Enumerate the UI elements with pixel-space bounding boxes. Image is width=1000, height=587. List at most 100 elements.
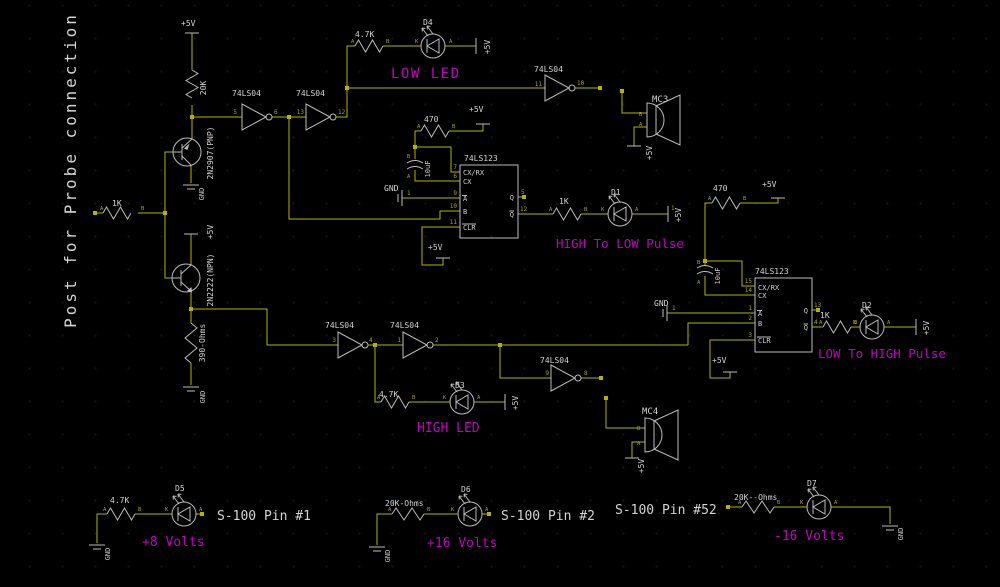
ground-s100-2[interactable]: [368, 546, 386, 552]
net-terminal[interactable]: [93, 211, 97, 215]
led-d2[interactable]: [859, 306, 885, 340]
net-wire[interactable]: [449, 124, 484, 132]
net-wire[interactable]: [421, 226, 460, 266]
transistor-q1-2n2907[interactable]: [172, 137, 202, 167]
net-wire[interactable]: [96, 513, 107, 543]
net-wire[interactable]: [705, 260, 755, 287]
pin-letter: A: [351, 39, 355, 45]
resistor-4.7k-d4[interactable]: [354, 39, 384, 53]
ground-s100-1[interactable]: [88, 544, 106, 550]
gnd-label: GND: [897, 528, 905, 541]
net-terminal[interactable]: [816, 308, 820, 312]
ic1-label: 74LS123: [464, 154, 498, 163]
net-wire[interactable]: [346, 45, 355, 88]
net-terminal[interactable]: [604, 396, 608, 400]
net-wire[interactable]: [831, 506, 891, 524]
led-d5[interactable]: [171, 493, 197, 527]
inverter-gate-5[interactable]: [402, 331, 434, 359]
inverter-gate-6[interactable]: [550, 364, 582, 392]
inverter-gate-4[interactable]: [337, 331, 369, 359]
net-wire[interactable]: [687, 322, 755, 345]
net-wire[interactable]: [709, 339, 755, 379]
capacitor-10uf-ic2[interactable]: [696, 265, 714, 275]
resistor-20k-ohms52-label: 20K--Ohms: [734, 493, 778, 502]
net-wire[interactable]: [605, 400, 645, 429]
pin-number: 8: [584, 370, 588, 377]
led-d6[interactable]: [457, 493, 483, 527]
resistor-470-ic2[interactable]: [711, 196, 741, 210]
net-wire[interactable]: [414, 170, 460, 182]
ground-390[interactable]: [182, 386, 200, 392]
junction-dot: [345, 86, 349, 90]
net-terminal[interactable]: [726, 505, 730, 509]
pin-number: 9: [545, 370, 549, 377]
pin-number: 10: [577, 80, 585, 87]
pin-number: 9: [453, 190, 457, 197]
net-terminal[interactable]: [522, 195, 526, 199]
net-wire[interactable]: [288, 117, 460, 220]
net-terminal[interactable]: [620, 89, 624, 93]
resistor-1k-probe[interactable]: [102, 206, 132, 220]
junction-dot: [498, 343, 502, 347]
pin-number: 5: [521, 189, 525, 196]
net-wire[interactable]: [376, 513, 392, 545]
inverter-gate-2[interactable]: [305, 103, 337, 131]
net-wire[interactable]: [621, 93, 647, 114]
net-terminal[interactable]: [599, 376, 603, 380]
resistor-4.7k-d3[interactable]: [380, 395, 410, 409]
pin-number: 11: [450, 219, 458, 226]
resistor-470-ic1[interactable]: [420, 124, 450, 138]
gate-label: 74LS04: [390, 321, 419, 330]
net-wire[interactable]: [633, 126, 647, 146]
speaker-mc4[interactable]: [644, 409, 679, 461]
net-wire[interactable]: [704, 202, 712, 261]
low-to-high-annotation: LOW To HIGH Pulse: [818, 346, 946, 361]
speaker-mc4-label: MC4: [642, 407, 658, 417]
resistor-20k-ohms-d6[interactable]: [391, 507, 425, 521]
net-wire[interactable]: [631, 441, 645, 458]
net-wire[interactable]: [374, 345, 381, 403]
plus8-volts-annotation: +8 Volts: [142, 535, 205, 550]
capacitor-10uf-ic1[interactable]: [406, 160, 424, 170]
inverter-gate-3[interactable]: [544, 74, 576, 102]
pin-letter: K: [443, 395, 447, 401]
net-wire[interactable]: [499, 345, 551, 379]
pin-letter: B: [637, 426, 641, 432]
ic-74ls123-1[interactable]: [459, 164, 519, 239]
ground-s100-52[interactable]: [881, 525, 899, 531]
net-terminal[interactable]: [487, 512, 491, 516]
net-wire[interactable]: [336, 88, 348, 118]
pin-letter: B: [386, 39, 390, 45]
net-wire[interactable]: [704, 276, 755, 296]
net-wire[interactable]: [415, 146, 460, 173]
led-d4[interactable]: [420, 25, 446, 59]
gnd-label: GND: [104, 548, 112, 561]
net-terminal[interactable]: [598, 86, 602, 90]
ground-ic1[interactable]: [397, 189, 403, 207]
net-wire[interactable]: [191, 308, 338, 346]
resistor-1k-d2[interactable]: [822, 320, 852, 334]
resistor-4.7k-d5[interactable]: [106, 507, 136, 521]
led-d7[interactable]: [806, 486, 832, 520]
resistor-1k-d1[interactable]: [552, 207, 582, 221]
pin-number: 13: [297, 109, 305, 116]
net-terminal[interactable]: [200, 512, 204, 516]
junction-dot: [163, 211, 167, 215]
ic2-pin-q: Q: [804, 307, 808, 315]
pin-letter: K: [165, 507, 169, 513]
resistor-20k-ohms-d7[interactable]: [741, 500, 775, 514]
resistor-390[interactable]: [184, 322, 198, 364]
led-d1[interactable]: [607, 193, 633, 227]
pin-letter: A: [697, 280, 701, 286]
inverter-gate-1[interactable]: [241, 103, 273, 131]
net-wire[interactable]: [740, 198, 779, 204]
transistor-q2-2n2222[interactable]: [171, 263, 201, 293]
pin-overlines: [462, 195, 808, 338]
terminals: [93, 86, 820, 516]
pin-number: 13: [814, 302, 822, 309]
ic-74ls123-2[interactable]: [754, 277, 813, 353]
resistor-20k[interactable]: [185, 69, 199, 99]
ground-q1[interactable]: [182, 184, 200, 190]
net-wire[interactable]: [414, 130, 421, 147]
